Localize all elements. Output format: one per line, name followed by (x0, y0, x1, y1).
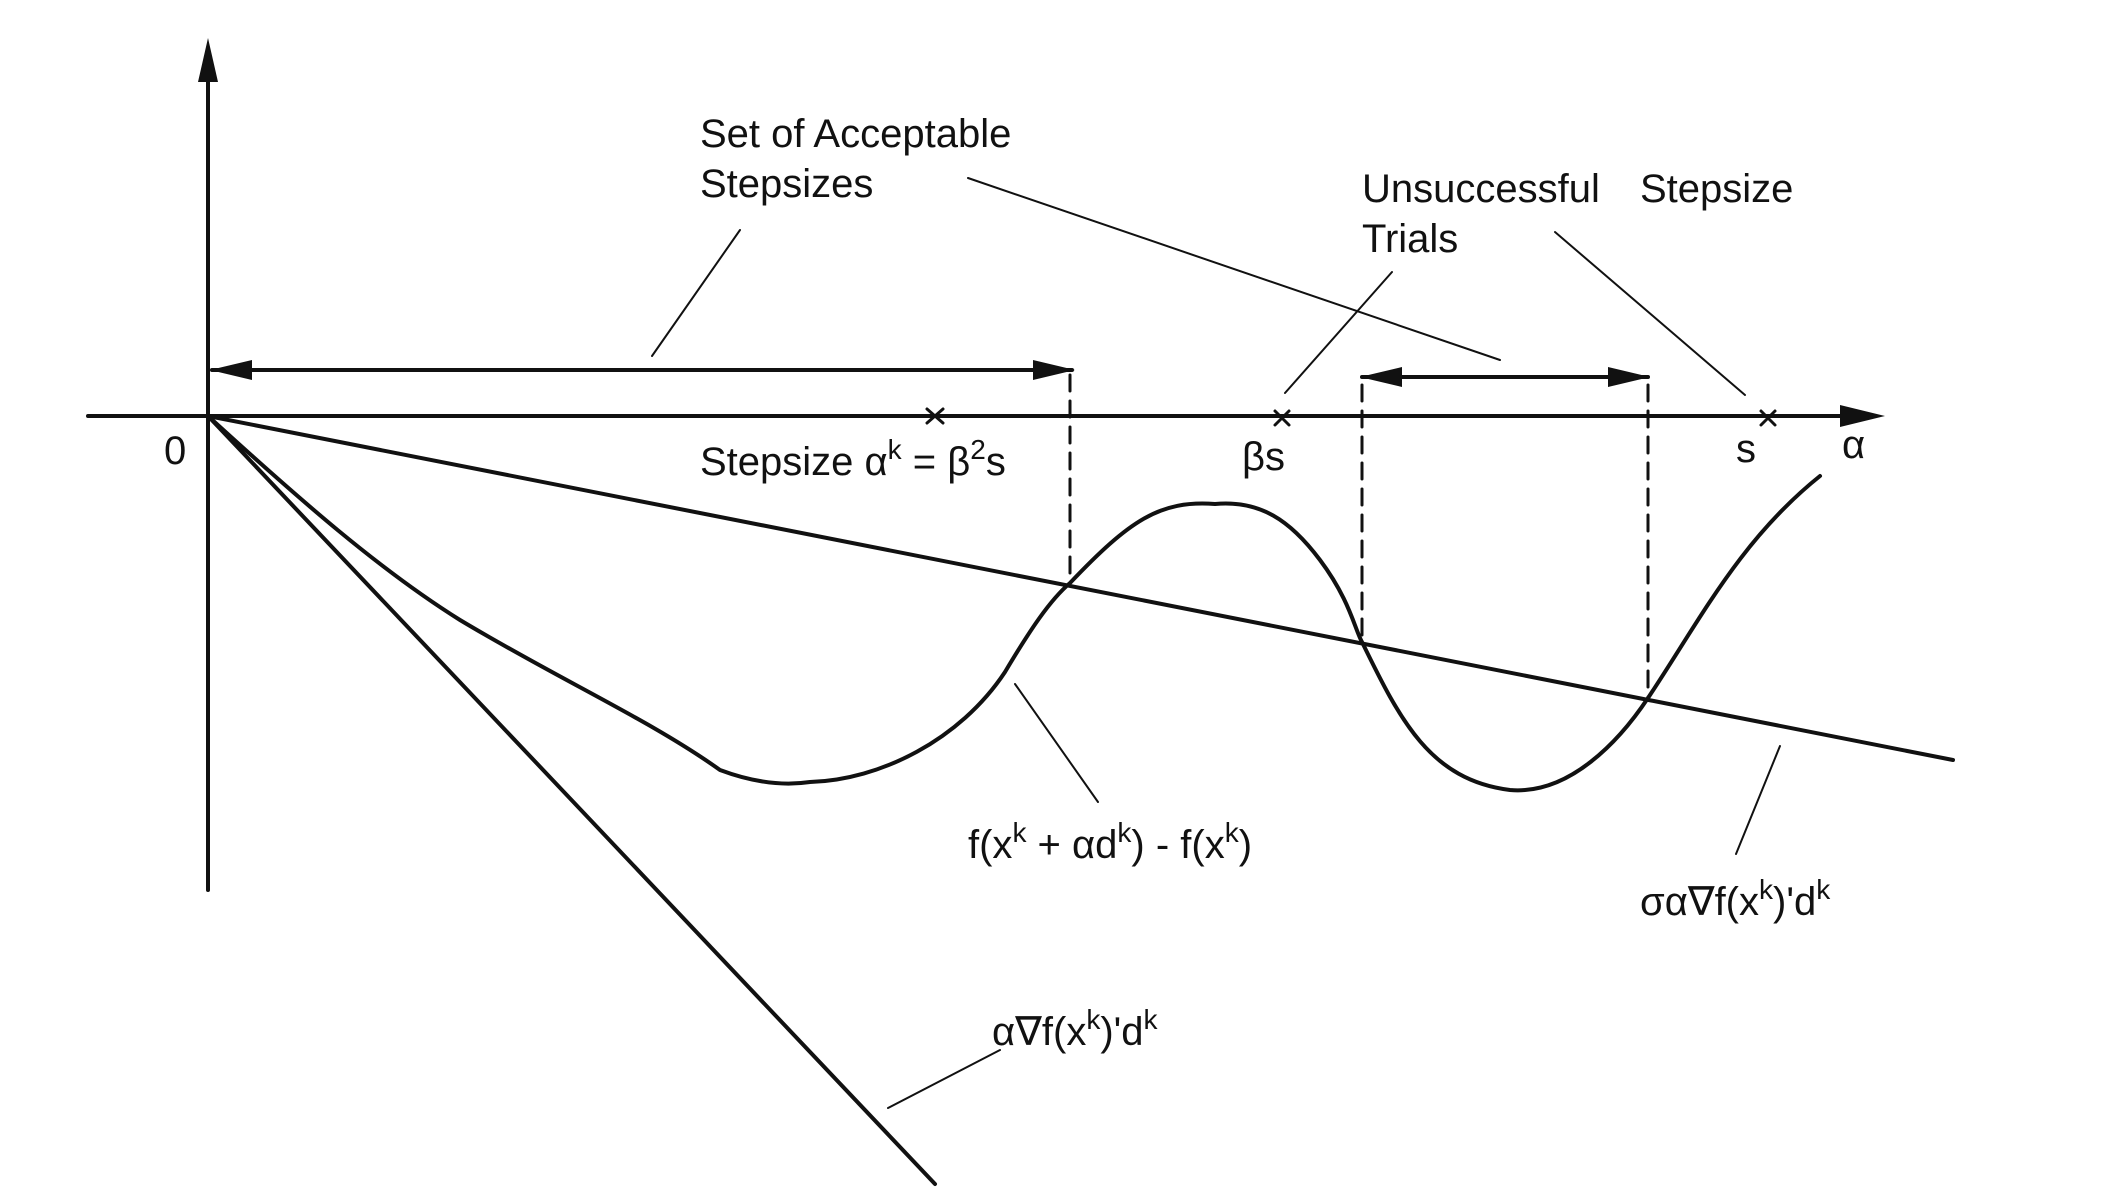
acceptable-arrow-left-head (210, 360, 252, 380)
function-curve (206, 414, 1822, 793)
leader-sigma-line (1735, 745, 1781, 855)
sigma-line-label: σα∇f(xk)'dk (1640, 874, 1831, 924)
unsuccessful-label-line2: Trials (1362, 217, 1458, 261)
acceptable-label-line1: Set of Acceptable (700, 112, 1011, 156)
y-axis-arrowhead (198, 38, 218, 82)
tick-beta-s (1273, 409, 1291, 427)
acceptable-arrow-right-head (1033, 360, 1075, 380)
unsuccessful-label-line1: Unsuccessful (1362, 167, 1600, 211)
beta-s-label: βs (1242, 435, 1285, 479)
leader-acceptable-left (651, 229, 741, 357)
origin-label: 0 (164, 429, 186, 473)
leader-curve (1014, 683, 1099, 803)
gradient-line-label: α∇f(xk)'dk (992, 1004, 1159, 1054)
tick-s (1759, 409, 1777, 427)
chosen-stepsize-label: Stepsize αk = β2s (700, 434, 1006, 484)
curve-label: f(xk + αdk) - f(xk) (968, 817, 1252, 867)
sigma-gradient-line (206, 414, 1955, 762)
tick-beta2s (925, 407, 945, 425)
acceptable2-arrow-left-head (1360, 367, 1402, 387)
acceptable-label-line2: Stepsizes (700, 162, 873, 206)
s-label: s (1736, 427, 1756, 471)
stepsize-label: Stepsize (1640, 167, 1793, 211)
gradient-line (206, 414, 937, 1186)
leader-unsuccessful (1284, 271, 1393, 394)
alpha-axis-label: α (1842, 423, 1865, 467)
x-axis-arrowhead (1840, 405, 1885, 427)
leader-grad-line (887, 1049, 1001, 1109)
leader-acceptable-right (967, 177, 1501, 361)
leader-stepsize-s (1554, 231, 1746, 396)
acceptable2-arrow-right-head (1608, 367, 1650, 387)
